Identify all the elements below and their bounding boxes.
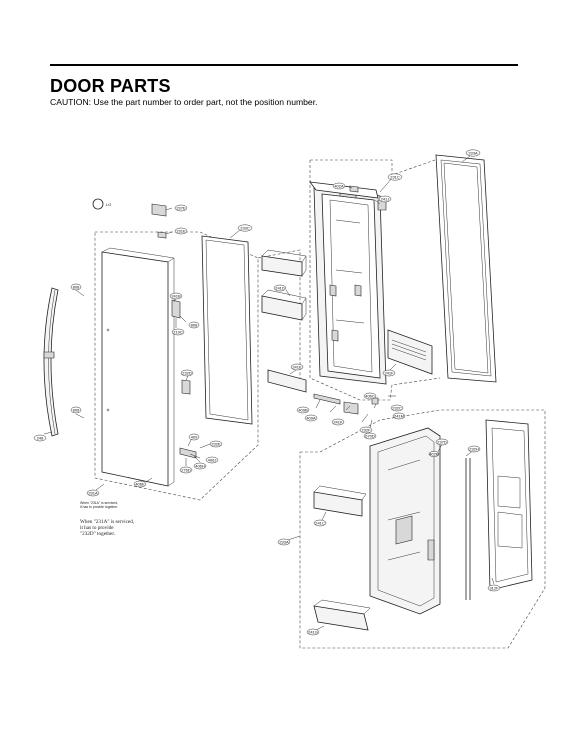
vent-cover — [387, 329, 433, 375]
label-670d: 670D — [365, 434, 375, 439]
part-232d — [181, 379, 191, 395]
service-note-line-2: it has to provide — [80, 525, 114, 532]
service-note-small-line-1: When "231A" is serviced, — [80, 501, 119, 505]
label-406c: 406C — [365, 394, 375, 399]
label-241b: 241B — [171, 294, 181, 299]
label-237d: 237D — [437, 440, 447, 445]
label-409b: 409B — [298, 408, 308, 413]
service-note-small: When "231A" is serviced, it has to provi… — [80, 501, 118, 509]
header-rule — [50, 64, 518, 66]
part-label-bubbles — [33, 149, 501, 636]
door-bin-upper-1 — [261, 249, 307, 277]
label-232e: 232E — [211, 442, 221, 447]
label-241e: 241E — [292, 365, 302, 370]
part-409 — [313, 393, 341, 405]
service-note-small-line-2: it has to provide together. — [80, 505, 119, 510]
label-312f: 312F — [489, 586, 499, 591]
label-231c: 231C — [390, 175, 400, 180]
service-note-line-1: When "231A" is serviced, — [80, 519, 135, 525]
leader-lines — [43, 155, 495, 631]
door-bin-lower-small — [267, 369, 307, 393]
label-232f: 232F — [361, 428, 371, 433]
label-233c: 233C — [240, 226, 250, 231]
label-409a: 409A — [306, 416, 316, 421]
door-panel-lower — [485, 419, 533, 591]
label-241j: 241J — [381, 197, 390, 202]
lower-door-boundary — [299, 409, 546, 649]
door-bin-lower-1 — [313, 485, 367, 517]
label-241k: 241K — [333, 420, 343, 425]
page-title: DOOR PARTS — [50, 76, 171, 96]
shelf-boundary — [257, 249, 301, 378]
door-handle — [43, 287, 59, 437]
part-hinge-bottom — [179, 447, 197, 459]
label-232d: 232D — [182, 371, 192, 376]
part-237e — [151, 203, 167, 217]
service-note: When "231A" is serviced, it has to provi… — [80, 519, 134, 538]
label-406j: 406J — [208, 458, 217, 463]
label-231a: 231A — [88, 491, 98, 496]
part-402a — [349, 185, 359, 193]
label-241c: 241C — [315, 521, 325, 526]
label-241m: 241M — [394, 414, 404, 419]
label-276d: 276D — [181, 468, 191, 473]
part-406c — [371, 397, 379, 405]
part-231e — [157, 231, 167, 239]
label-233a: 233A — [468, 151, 478, 156]
label-402b: 402B — [429, 451, 439, 456]
caution-text: CAUTION: Use the part number to order pa… — [50, 97, 318, 107]
label-409: 409 — [191, 435, 198, 440]
label-406h: 406H — [195, 464, 205, 469]
door-bin-lower-2 — [313, 599, 371, 631]
label-406e: 406E — [135, 482, 145, 487]
label-808-mid: 808 — [191, 323, 198, 328]
part-241k — [343, 401, 359, 415]
door-liner-lower — [369, 427, 441, 615]
svg-text:LG: LG — [106, 202, 111, 207]
label-241d: 241D — [275, 286, 285, 291]
door-gasket-upper-right — [435, 154, 497, 383]
label-231e: 231E — [176, 229, 186, 234]
service-note-line-3: "232D" together. — [80, 531, 116, 538]
label-232h: 232H — [469, 447, 479, 452]
label-237e: 237E — [176, 206, 186, 211]
lg-logo: LG — [92, 198, 111, 210]
label-219c: 219C — [173, 330, 183, 335]
label-402a: 402A — [334, 184, 344, 189]
label-808-low: 808 — [73, 408, 80, 413]
lower-gasket-strip — [465, 458, 471, 600]
left-door-boundary — [94, 231, 259, 501]
label-241g: 241G — [308, 630, 318, 635]
label-232c: 232C — [392, 406, 402, 411]
label-241f: 241F — [384, 371, 394, 376]
label-808-top: 808 — [73, 285, 80, 290]
door-bin-upper-2 — [261, 289, 307, 321]
label-248: 248 — [37, 436, 44, 441]
door-skin-left — [101, 247, 175, 487]
label-233a-lower: 233A — [279, 540, 289, 545]
door-gasket-left — [201, 235, 253, 425]
door-liner-upper — [313, 187, 387, 385]
part-241b-hinge — [171, 299, 181, 319]
